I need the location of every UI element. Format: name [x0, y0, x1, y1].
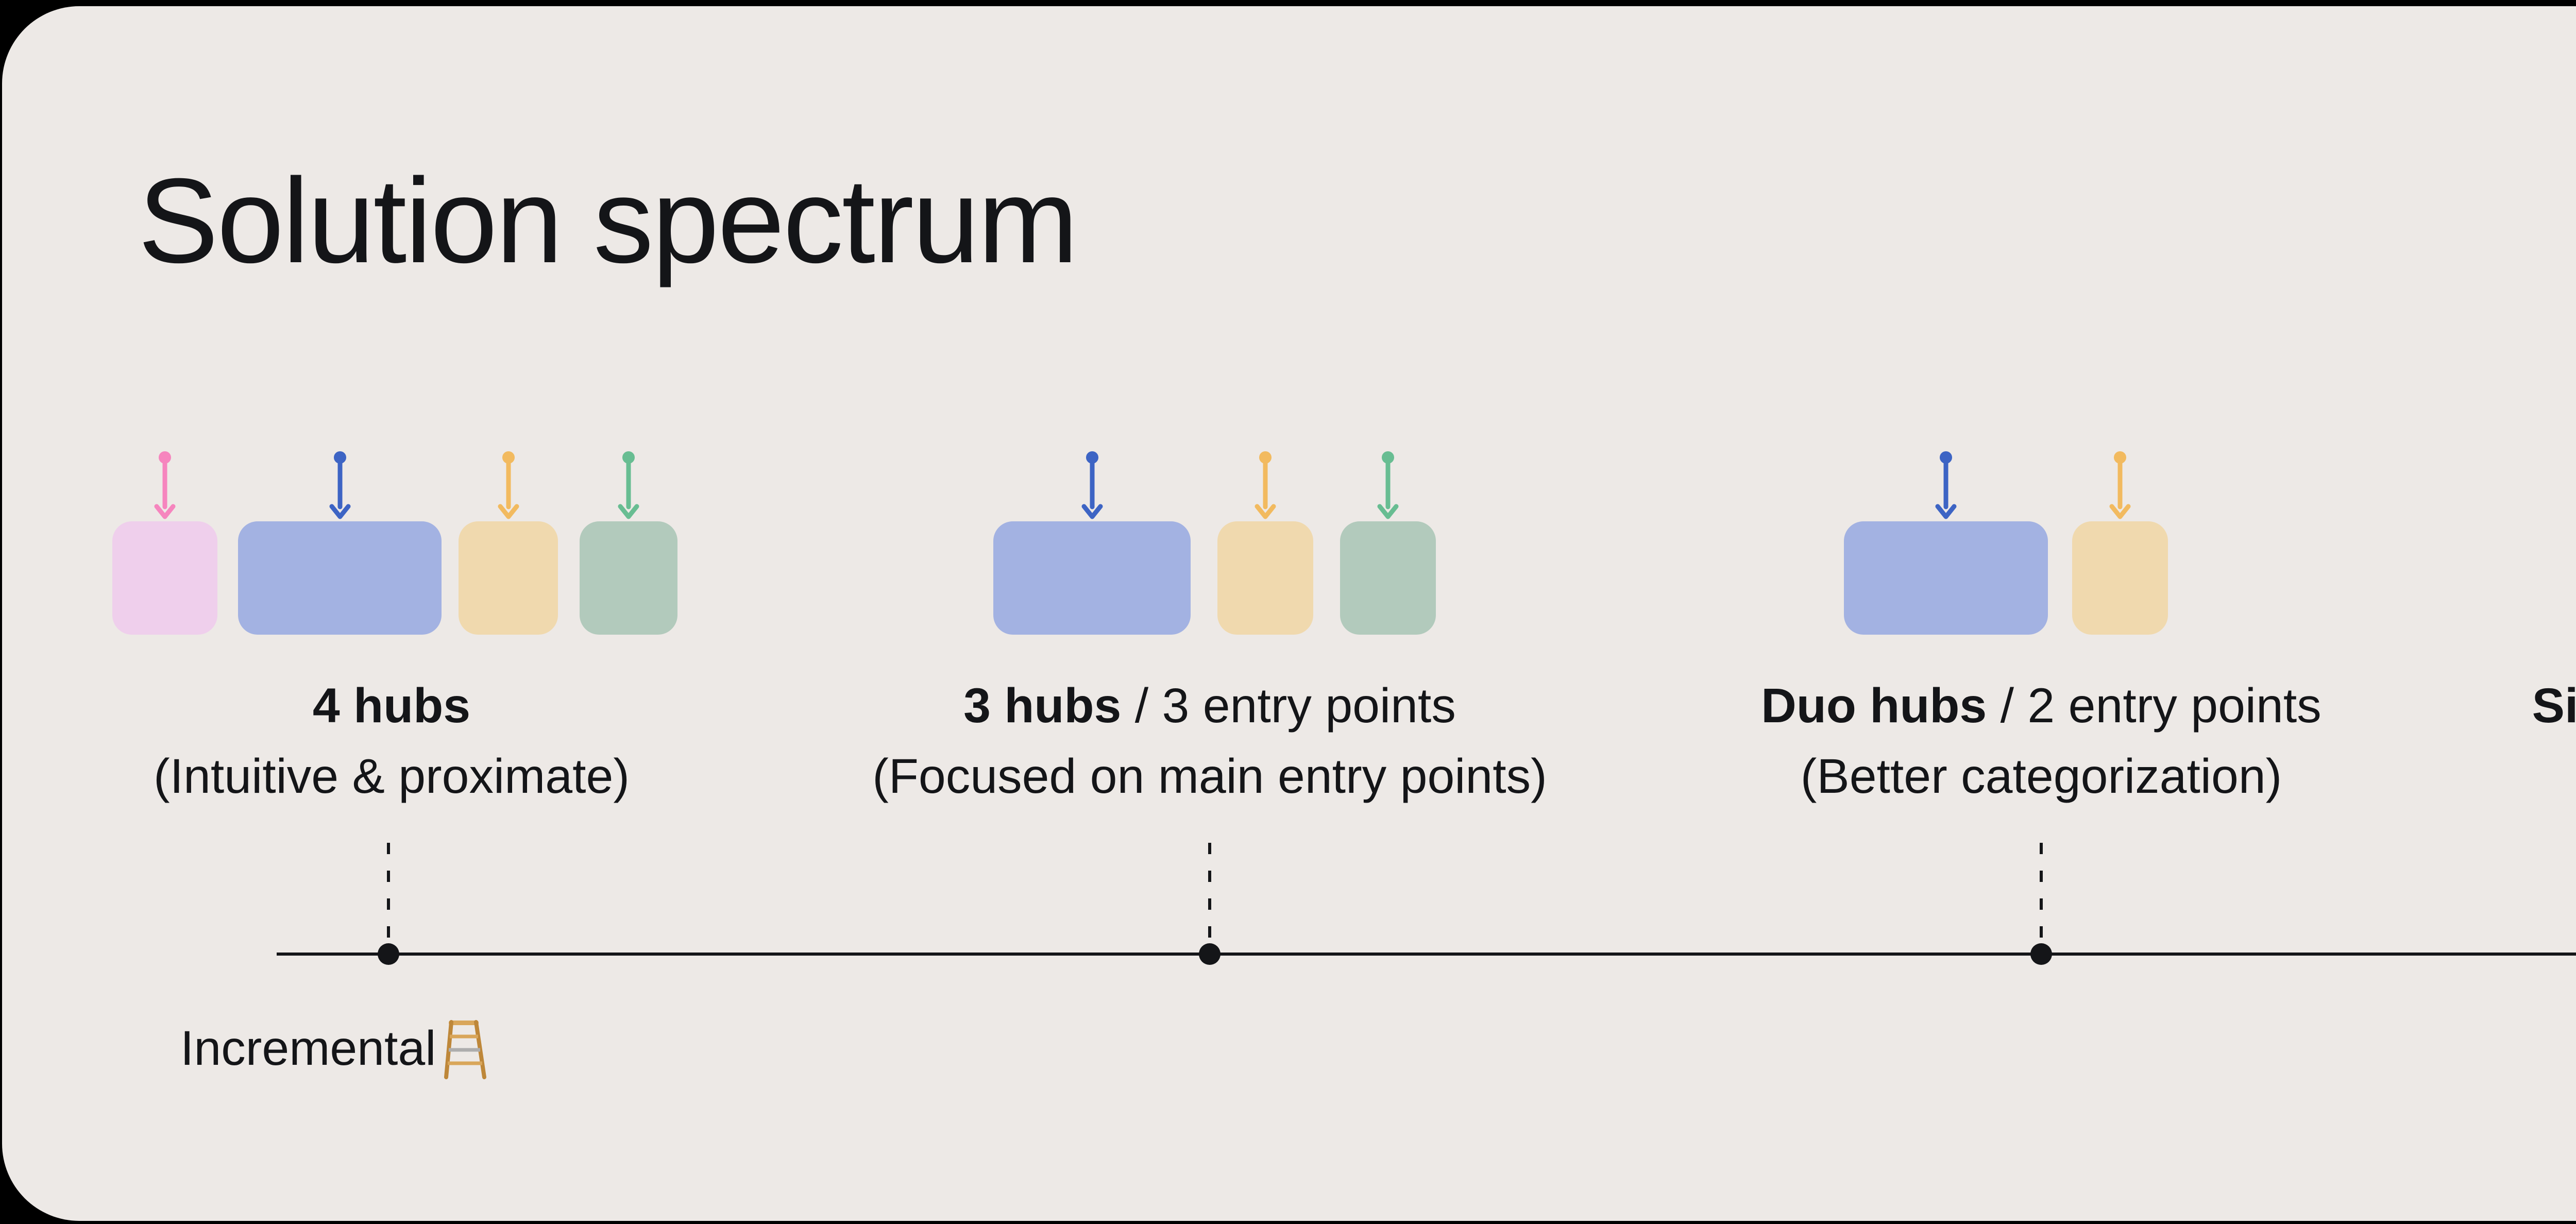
entry-point-dot [1940, 451, 1952, 464]
entry-point-dot [1086, 451, 1098, 464]
entry-point-dot [1382, 451, 1394, 464]
entry-arrow-head [618, 504, 639, 519]
option-label-4-hubs: 4 hubs (Intuitive & proximate) [0, 671, 855, 812]
axis-position-dot [378, 943, 399, 965]
option-title-bold: 4 hubs [312, 678, 471, 733]
entry-arrow-head [498, 504, 519, 519]
hub-rect [1340, 521, 1436, 635]
option-label-single-modal: Single modal / 3 entry points (All-in-on… [2388, 671, 2576, 812]
axis-left-label: Incremental [180, 1016, 487, 1079]
entry-arrow-head [2109, 504, 2131, 519]
axis-position-dot [2030, 943, 2052, 965]
hub-rect [459, 521, 558, 635]
option-title: 3 hubs / 3 entry points [746, 671, 1673, 741]
entry-point-dot [159, 451, 171, 464]
option-title: 4 hubs [0, 671, 855, 741]
entry-point-dot [1259, 451, 1272, 464]
entry-arrow-head [1377, 504, 1399, 519]
entry-arrow-head [1081, 504, 1103, 519]
option-subtitle: (Focused on main entry points) [872, 749, 1547, 804]
axis-left-label-text: Incremental [180, 1021, 436, 1076]
hub-rect [1844, 521, 2048, 635]
entry-arrow-head [1935, 504, 1957, 519]
entry-point-dot [622, 451, 635, 464]
entry-point-dot [2114, 451, 2126, 464]
entry-point-dot [334, 451, 346, 464]
option-subtitle: (Intuitive & proximate) [154, 749, 630, 804]
hub-rect [112, 521, 217, 635]
hub-rect [238, 521, 442, 635]
entry-arrow-head [1255, 504, 1276, 519]
hub-rect [993, 521, 1191, 635]
option-subtitle: (Better categorization) [1800, 749, 2282, 804]
ladder-icon [444, 1020, 487, 1079]
option-title-bold: Duo hubs [1761, 678, 1987, 733]
axis-position-dot [1199, 943, 1221, 965]
hub-rect [2072, 521, 2168, 635]
entry-arrow-head [154, 504, 176, 519]
option-title: Single modal / 3 entry points [2388, 671, 2576, 741]
option-title-bold: Single modal [2532, 678, 2576, 733]
option-label-duo-hubs: Duo hubs / 2 entry points (Better catego… [1578, 671, 2505, 812]
option-subtitle: (All-in-one) [2388, 741, 2576, 812]
option-title-rest: / 2 entry points [1987, 678, 2321, 733]
option-title-bold: 3 hubs [963, 678, 1122, 733]
hub-rect [580, 521, 677, 635]
option-title: Duo hubs / 2 entry points [1578, 671, 2505, 741]
option-label-3-hubs: 3 hubs / 3 entry points (Focused on main… [746, 671, 1673, 812]
page-title: Solution spectrum [138, 153, 1078, 288]
option-title-rest: / 3 entry points [1121, 678, 1456, 733]
entry-arrow-head [329, 504, 351, 519]
entry-point-dot [502, 451, 515, 464]
hub-rect [1217, 521, 1313, 635]
